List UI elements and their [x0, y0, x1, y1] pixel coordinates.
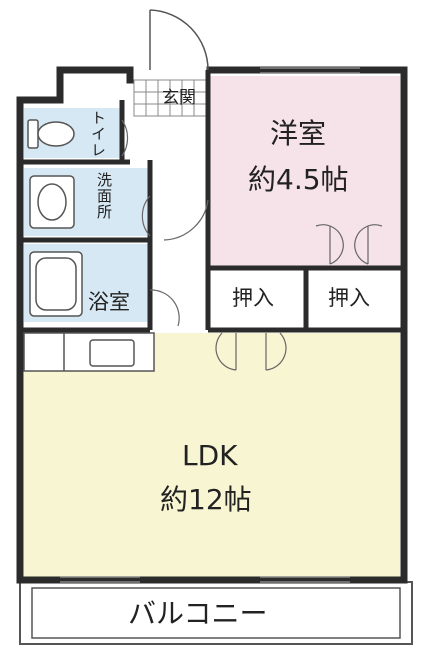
washroom-label: 洗面所 [95, 172, 113, 220]
ldk-floor [24, 333, 400, 580]
hallway-floor [150, 76, 206, 326]
interior-doors [121, 119, 383, 371]
kitchen-counter [23, 332, 155, 372]
washbasin-fixture [29, 175, 75, 229]
western-room-name: 洋室 [270, 117, 327, 150]
closet-right-label: 押入 [328, 286, 370, 310]
bath-label: 浴室 [88, 290, 130, 314]
closet-left-label: 押入 [232, 286, 274, 310]
bathtub-fixture [29, 251, 83, 317]
balcony [19, 581, 413, 645]
entrance-label: 玄関 [162, 88, 196, 108]
toilet-label: トイレ [89, 110, 107, 158]
closet-right-floor [310, 272, 400, 326]
toilet-fixture [27, 119, 75, 149]
closet-left-floor [212, 272, 304, 326]
walls [16, 66, 408, 584]
windows [60, 67, 360, 583]
balcony-label: バルコニー [128, 597, 268, 630]
western-room-size: 約4.5帖 [248, 163, 349, 196]
ldk-name: LDK [182, 439, 238, 472]
ldk-size: 約12帖 [160, 483, 252, 516]
